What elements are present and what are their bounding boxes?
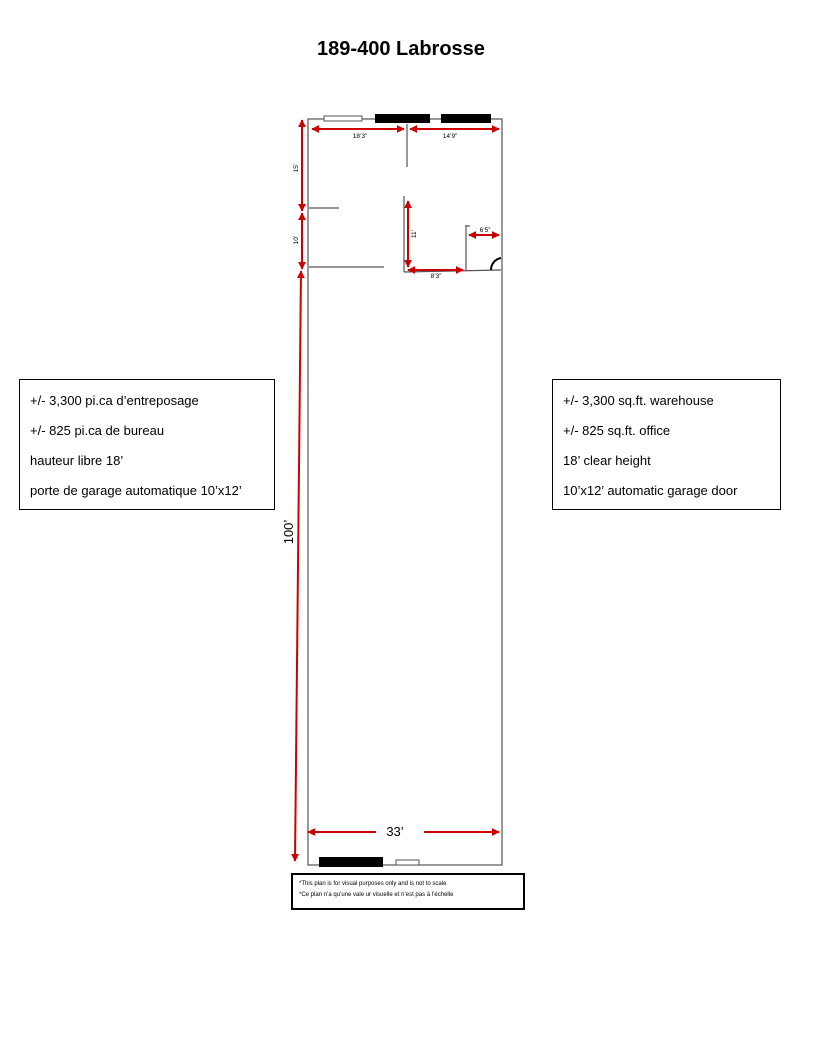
disclaimer-french: *Ce plan n’a qu’une vale ur visuelle et …: [299, 892, 454, 898]
label-office-width: 8’3”: [431, 273, 442, 280]
building-outline: [307, 118, 503, 866]
info-fr-warehouse: +/- 3,300 pi.ca d’entreposage: [30, 393, 199, 408]
info-box-french: +/- 3,300 pi.ca d’entreposage +/- 825 pi…: [19, 379, 275, 510]
label-total-width: 33’: [386, 824, 403, 839]
openings: [319, 114, 491, 867]
door-swing-arc: [489, 257, 502, 271]
dim-arrow-total-length: [291, 270, 305, 862]
label-top-right-width: 14’9”: [443, 133, 457, 140]
exterior-walls: [307, 118, 503, 866]
info-en-garage-door: 10’x12’ automatic garage door: [563, 483, 738, 498]
disclaimer-box: *This plan is for visual purposes only a…: [291, 873, 525, 910]
dimension-arrows: [291, 119, 500, 862]
page-title: 189-400 Labrosse: [317, 38, 485, 60]
label-corner-room-width: 6’5”: [480, 227, 491, 234]
bottom-window: [395, 859, 420, 866]
dimension-labels: 18’3” 14’9” 15’ 10’ 11’ 8’3” 6’5” 100’ 3…: [281, 133, 490, 839]
info-fr-office: +/- 825 pi.ca de bureau: [30, 423, 165, 438]
top-garage-door-right: [441, 114, 491, 123]
info-en-office: +/- 825 sq.ft. office: [563, 423, 671, 438]
bottom-garage-door: [319, 857, 383, 867]
label-top-left-width: 18’3”: [353, 133, 367, 140]
top-window: [323, 115, 363, 122]
top-garage-door-left: [375, 114, 430, 123]
info-fr-clear-height: hauteur libre 18’: [30, 453, 124, 468]
label-total-length: 100’: [281, 520, 296, 545]
label-left-middle-depth: 10’: [293, 235, 300, 244]
label-office-height: 11’: [411, 229, 418, 238]
label-left-upper-depth: 15’: [293, 163, 300, 172]
info-en-clear-height: 18’ clear height: [563, 453, 651, 468]
disclaimer-english: *This plan is for visual purposes only a…: [299, 881, 447, 887]
interior-walls: [309, 124, 502, 273]
info-fr-garage-door: porte de garage automatique 10’x12’: [30, 483, 242, 498]
info-box-english: +/- 3,300 sq.ft. warehouse +/- 825 sq.ft…: [552, 379, 781, 510]
info-en-warehouse: +/- 3,300 sq.ft. warehouse: [563, 393, 714, 408]
